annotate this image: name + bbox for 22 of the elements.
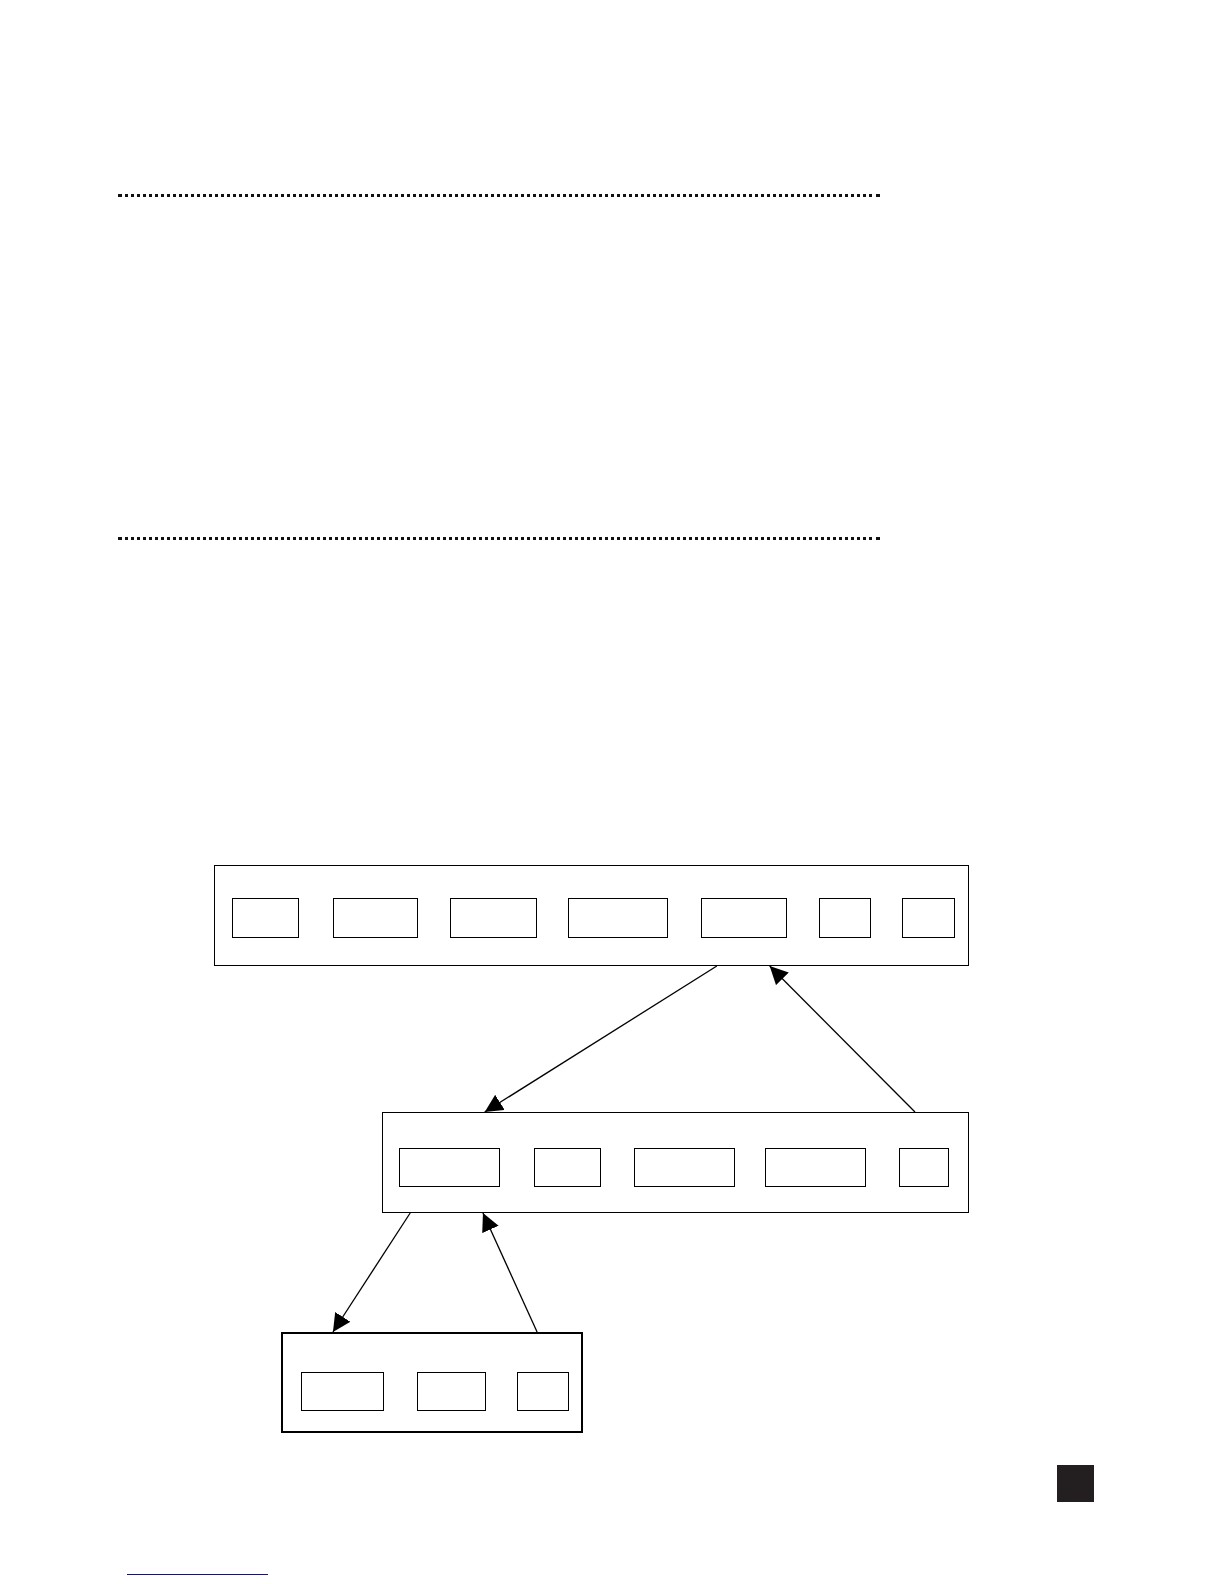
empty-box [399, 1148, 500, 1187]
empty-box [568, 898, 668, 938]
empty-box [899, 1148, 949, 1187]
arrow [769, 965, 916, 1113]
container-box [214, 865, 969, 966]
empty-box [701, 898, 787, 938]
arrow [332, 1212, 411, 1333]
empty-box [765, 1148, 866, 1187]
empty-box [634, 1148, 735, 1187]
empty-box [333, 898, 418, 938]
empty-box [819, 898, 871, 938]
arrow [482, 1212, 538, 1333]
empty-box [232, 898, 299, 938]
arrow [484, 965, 718, 1113]
empty-box [417, 1372, 486, 1411]
empty-box [301, 1372, 384, 1411]
empty-box [450, 898, 537, 938]
container-box [382, 1112, 969, 1213]
empty-box [517, 1372, 569, 1411]
empty-box [902, 898, 955, 938]
container-box [281, 1332, 583, 1433]
empty-box [534, 1148, 601, 1187]
